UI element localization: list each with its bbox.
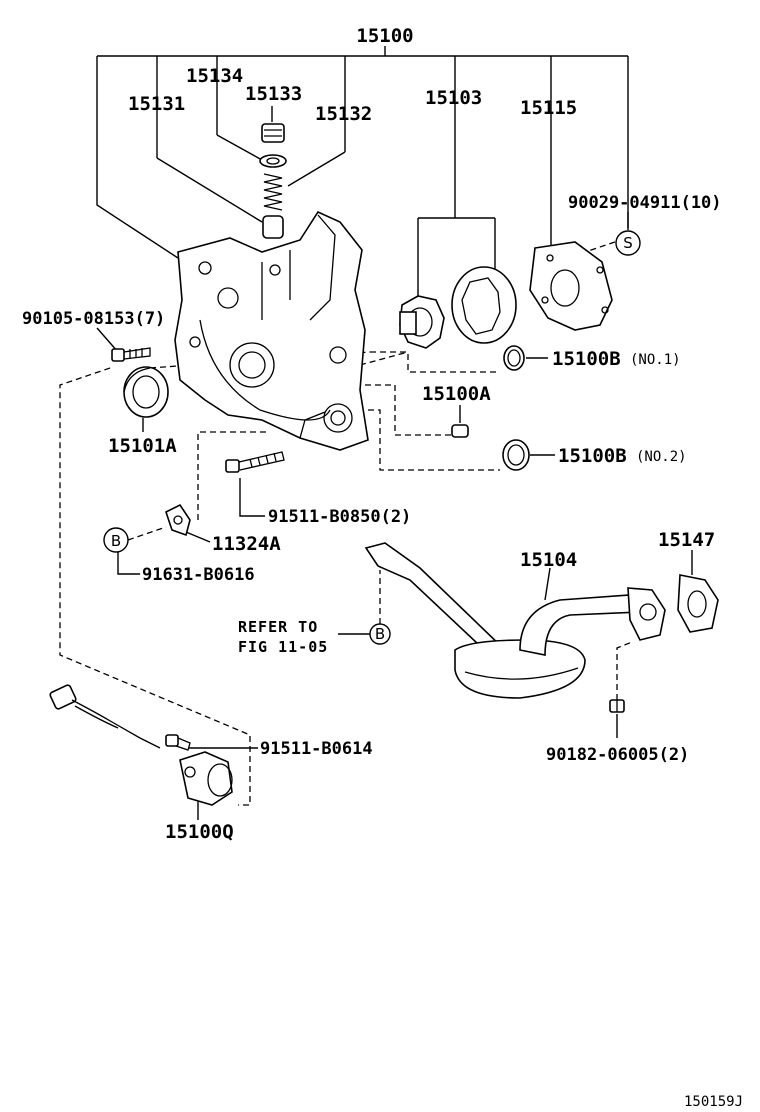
dash-15100B2 (368, 409, 500, 471)
dash-15100B1-b (359, 351, 409, 366)
leader-15131 (156, 157, 263, 223)
label-15101A: 15101A (108, 435, 177, 457)
leader-15100 (96, 46, 629, 259)
b-mark-left-text: B (111, 532, 121, 550)
leader-15103 (417, 217, 496, 300)
label-refer-to: REFER TO (238, 618, 318, 636)
leader-15134 (216, 134, 263, 161)
part-15134-gasket (259, 154, 287, 168)
label-15100: 15100 (356, 25, 413, 47)
part-15147-gasket (677, 574, 719, 633)
label-15100B-2: 15100B (558, 445, 627, 467)
drawing-id: 150159J (684, 1094, 743, 1110)
label-15115: 15115 (520, 97, 577, 119)
part-15100Q-sensor (49, 684, 233, 806)
dash-15100A (365, 384, 452, 436)
label-15100B-1-note: (NO.1) (630, 352, 681, 368)
label-15131: 15131 (128, 93, 185, 115)
b-mark-center-text: B (375, 625, 385, 643)
leader-s-mark (584, 241, 616, 253)
label-15104: 15104 (520, 549, 577, 571)
part-15133-plug (261, 123, 285, 143)
label-11324A: 11324A (212, 533, 281, 555)
dash-90182 (616, 641, 633, 700)
leader-15132 (287, 151, 346, 187)
dash-b-left (127, 526, 167, 541)
leader-91631 (117, 550, 140, 575)
part-15131-valve (262, 215, 284, 239)
b-mark-center-circle (369, 623, 391, 645)
part-15100B-oring-2 (502, 439, 530, 471)
dash-11324A (197, 431, 270, 520)
label-15147: 15147 (658, 529, 715, 551)
part-91511-B0614-bolt (165, 734, 191, 751)
s-mark-circle (615, 230, 641, 256)
part-15103-outer-rotor (451, 266, 517, 344)
part-91511-B0850-bolt (225, 451, 285, 473)
label-90182: 90182-06005(2) (546, 745, 689, 765)
dash-15100B1 (370, 351, 500, 373)
part-15104-strainer (364, 542, 666, 699)
part-15132-spring (263, 173, 283, 211)
label-fig: FIG 11-05 (238, 638, 328, 656)
leader-91511-B0850 (239, 478, 265, 517)
label-15100B-2-note: (NO.2) (636, 449, 687, 465)
b-mark-left-circle (103, 527, 129, 553)
leader-11324A (185, 531, 211, 543)
label-15134: 15134 (186, 65, 243, 87)
label-15132: 15132 (315, 103, 372, 125)
part-15115-cover (529, 241, 613, 331)
part-15101A-seal (123, 366, 169, 418)
part-90182-nut (609, 699, 625, 713)
label-15103: 15103 (425, 87, 482, 109)
label-91631: 91631-B0616 (142, 565, 255, 585)
label-15133: 15133 (245, 83, 302, 105)
leader-15104 (544, 567, 551, 601)
label-15100Q: 15100Q (165, 821, 234, 843)
dash-main-left (59, 367, 251, 806)
label-15100A: 15100A (422, 383, 491, 405)
part-11324A-plate (165, 503, 191, 537)
leader-90105 (96, 327, 119, 353)
part-15100B-oring-1 (503, 345, 525, 371)
label-91511-B0850: 91511-B0850(2) (268, 507, 411, 527)
label-90105: 90105-08153(7) (22, 309, 165, 329)
part-90105-bolt (111, 347, 151, 362)
label-91511-B0614: 91511-B0614 (260, 739, 373, 759)
part-15100A-pin (451, 424, 469, 438)
part-15100-pump-body (174, 210, 369, 451)
label-15100B-1: 15100B (552, 348, 621, 370)
label-90029: 90029-04911(10) (568, 193, 722, 213)
s-mark-text: S (623, 234, 633, 252)
part-15103-inner-rotor (399, 295, 445, 349)
